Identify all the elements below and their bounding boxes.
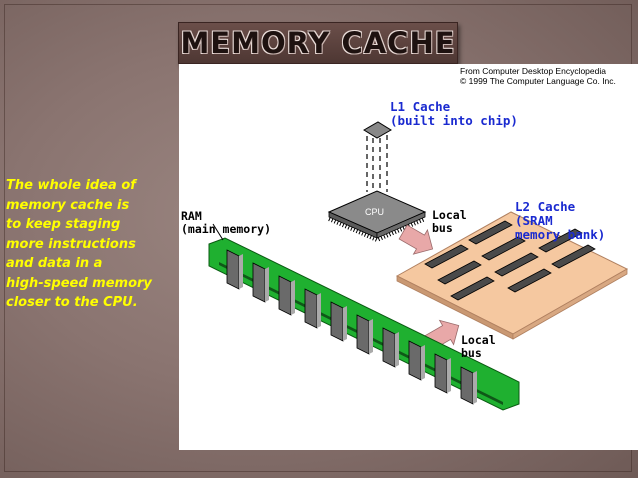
credit-line: From Computer Desktop Encyclopedia bbox=[460, 66, 606, 76]
diagram-graphic bbox=[208, 121, 629, 411]
side-text-line: memory cache is bbox=[6, 197, 130, 213]
l1-connection-lines bbox=[366, 135, 388, 192]
side-text-line: and data in a bbox=[6, 256, 103, 271]
side-text-line: high-speed memory bbox=[6, 275, 152, 291]
side-text-line: more instructions bbox=[6, 236, 136, 252]
l1-cache-chip bbox=[363, 121, 392, 139]
cpu-label: CPU bbox=[365, 207, 385, 217]
local-bus-arrow-top bbox=[398, 224, 434, 255]
side-text-line: to keep staging bbox=[6, 217, 121, 232]
side-text-line: closer to the CPU. bbox=[6, 295, 138, 310]
l2-cache-label: L2 Cache (SRAM memory bank) bbox=[515, 199, 606, 242]
credit-line: © 1999 The Computer Language Co. Inc. bbox=[460, 75, 616, 86]
l1-cache-label: L1 Cache (built into chip) bbox=[390, 99, 518, 128]
ram-label: RAM (main memory) bbox=[181, 209, 272, 236]
ram-module bbox=[208, 223, 520, 411]
memory-cache-diagram: From Computer Desktop Encyclopedia © 199… bbox=[179, 64, 638, 450]
local-bus-label-top: Local bus bbox=[432, 208, 467, 235]
side-description: The whole idea of memory cache is to kee… bbox=[6, 176, 176, 313]
side-text-line: The whole idea of bbox=[6, 178, 136, 193]
cpu-chip bbox=[327, 190, 427, 243]
local-bus-label-bottom: Local bus bbox=[461, 333, 496, 360]
title-banner: MEMORY CACHE bbox=[178, 22, 458, 64]
page-title: MEMORY CACHE bbox=[180, 26, 456, 60]
source-credit: From Computer Desktop Encyclopedia © 199… bbox=[460, 66, 616, 86]
sram-memory-bank bbox=[395, 211, 629, 340]
